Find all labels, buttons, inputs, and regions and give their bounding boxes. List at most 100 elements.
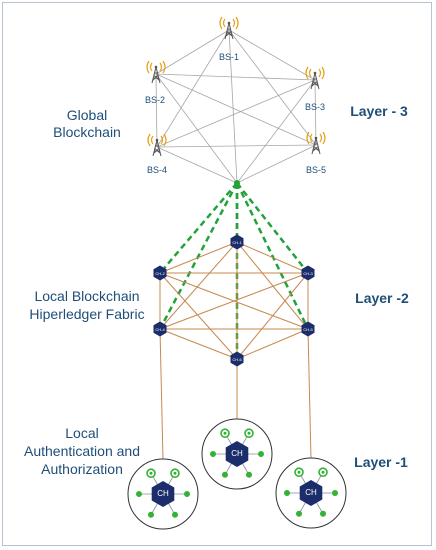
bs-2-label: BS-2 [145,95,165,105]
signal-waves-inner [150,135,164,145]
signal-waves-inner [222,18,236,28]
ch-mesh-line [159,241,238,330]
ch-mesh-line [236,241,309,330]
layer-1-label: Layer -1 [354,454,408,470]
cluster-head-hexagon-large [151,481,175,507]
bs-mesh-line [236,144,317,184]
bs-3-label: BS-3 [305,102,325,112]
ch-6-label: CH-6 [232,357,242,362]
signal-waves-inner [308,68,322,78]
bs-mesh-line [155,73,317,146]
cell-tower-icon [219,16,239,40]
signal-waves-outer [306,131,326,145]
layer-2-label: Layer -2 [355,290,409,306]
tower-top [314,136,318,140]
cluster-center-ch-label: CH [231,449,243,458]
sensor-node-icon [246,471,252,478]
tower-top [155,138,159,142]
ch-mesh-line [159,241,238,274]
cell-tower-icon [306,131,326,155]
local-blockchain-label-line-2: Hiperledger Fabric [29,306,144,322]
global-label-line-2: Blockchain [53,124,121,140]
local-auth-label-line-2: Authentication and [24,443,140,459]
cluster-right-ch-label: CH [305,488,317,497]
ch-3-label: CH-3 [303,271,313,276]
ch-mesh-line [159,272,238,360]
cluster-head-mesh [159,241,309,360]
tower-top [154,65,158,69]
dashed-link [158,182,239,330]
sensor-node-icon [284,490,290,496]
bs-mesh-line [156,144,317,148]
signal-waves-inner [149,62,163,72]
tower-top [227,21,231,25]
bs-mesh-line [314,79,317,146]
global-hub-dot [234,180,240,186]
local-cluster [275,457,347,529]
sensor-node-icon [148,511,154,518]
bs-mesh-line [156,79,316,148]
sensor-ring-core [173,471,177,475]
cell-tower-icon [146,60,166,84]
signal-waves-outer [146,60,166,74]
sensor-node-icon [136,491,142,497]
cluster-head-hexagon [153,265,167,281]
sensor-node-icon [184,491,190,497]
bs-mesh-line [228,29,238,184]
layer-3-label: Layer - 3 [350,103,408,119]
sensor-node-icon [222,471,228,478]
sensor-node-icon [296,510,302,517]
ch-mesh-line [159,272,309,330]
local-blockchain-label-line-1: Local Blockchain [34,288,139,304]
bs-5-label: BS-5 [306,165,326,175]
cluster-head-to-cluster-links [159,328,312,461]
cluster-head-hexagons [153,234,315,367]
cluster-head-hexagon-large [299,480,323,506]
local-auth-label-line-1: Local [65,425,98,441]
sensor-ring-core [247,431,251,435]
global-label-line-1: Global [67,107,107,123]
sensor-ring-core [321,470,325,474]
signal-waves-outer [305,66,325,80]
ch-mesh-line [236,241,309,274]
local-cluster [127,458,199,530]
cluster-head-hexagon [301,321,315,337]
cluster-head-hexagon-large [225,441,249,467]
bs-mesh-line [156,29,230,148]
cluster-head-hexagon [153,321,167,337]
ch-2-label: CH-2 [155,271,165,276]
cluster-left-ch-label: CH [157,489,169,498]
sensor-node-icon [210,451,216,457]
sensor-node-icon [258,451,264,457]
local-clusters [127,418,347,530]
dashed-link [235,182,310,330]
ch-5-label: CH-5 [303,327,313,332]
ch-4-label: CH-4 [155,327,165,332]
global-to-local-dashed-links [158,182,310,359]
tower-top [313,71,317,75]
ch-mesh-line [159,328,238,360]
local-cluster [201,418,273,490]
signal-waves-inner [309,133,323,143]
cluster-head-hexagon [230,234,244,250]
bs-mesh-line [156,146,238,184]
ch-1-label: CH-1 [232,240,242,245]
bs-mesh-line [155,73,316,81]
bs-mesh-line [155,73,158,148]
sensor-ring-core [149,471,153,475]
sensor-ring-core [297,470,301,474]
ch-mesh-line [236,272,309,360]
ch-5-to-right-cluster [307,328,312,460]
local-auth-label-line-3: Authorization [41,461,123,477]
cluster-head-hexagon [301,265,315,281]
bs-1-label: BS-1 [219,52,239,62]
sensor-node-icon [332,490,338,496]
dashed-link [236,182,309,274]
sensor-ring-core [223,431,227,435]
bs-4-label: BS-4 [147,165,167,175]
cell-tower-icon [305,66,325,90]
bs-mesh-line [228,29,317,146]
sensor-node-icon [320,510,326,517]
base-station-towers [146,16,326,157]
